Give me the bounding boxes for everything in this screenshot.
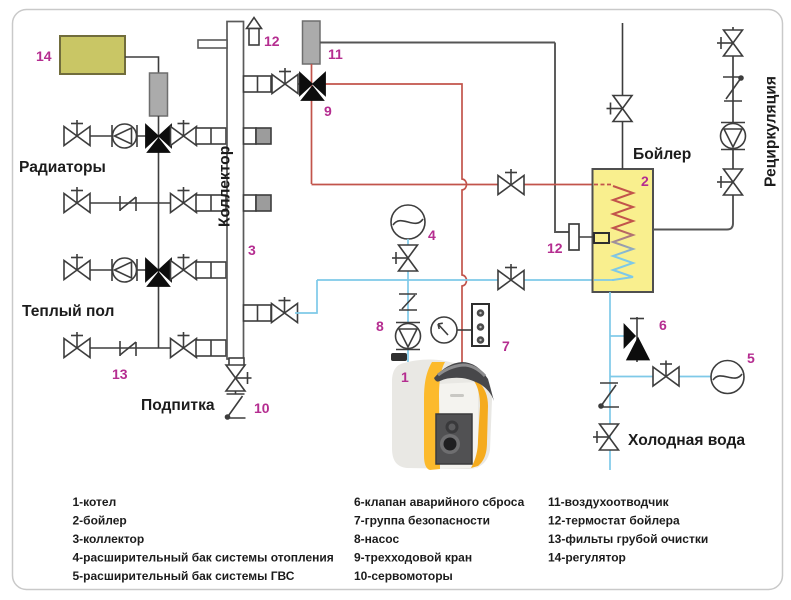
svg-text:8: 8 <box>376 318 384 334</box>
svg-text:Холодная вода: Холодная вода <box>628 432 745 449</box>
svg-text:11-воздухоотводчик: 11-воздухоотводчик <box>548 495 670 509</box>
svg-text:Радиаторы: Радиаторы <box>19 159 106 176</box>
svg-text:1: 1 <box>401 369 409 385</box>
svg-text:11: 11 <box>328 46 343 62</box>
svg-text:9-трехходовой кран: 9-трехходовой кран <box>354 551 472 565</box>
svg-text:6-клапан аварийного сброса: 6-клапан аварийного сброса <box>354 495 525 509</box>
svg-text:7-группа безопасности: 7-группа безопасности <box>354 514 490 528</box>
svg-text:6: 6 <box>659 317 667 333</box>
svg-text:Коллектор: Коллектор <box>217 146 234 227</box>
svg-text:9: 9 <box>324 103 332 119</box>
svg-text:3: 3 <box>248 242 256 258</box>
svg-text:8-насос: 8-насос <box>354 532 399 546</box>
svg-text:10-сервомоторы: 10-сервомоторы <box>354 569 453 583</box>
svg-text:Бойлер: Бойлер <box>633 146 691 163</box>
svg-text:12: 12 <box>264 33 280 49</box>
svg-text:2-бойлер: 2-бойлер <box>73 514 127 528</box>
svg-text:10: 10 <box>254 400 270 416</box>
svg-text:13: 13 <box>112 366 128 382</box>
svg-text:Рециркуляция: Рециркуляция <box>763 76 780 187</box>
svg-text:4: 4 <box>428 227 436 243</box>
svg-text:12: 12 <box>547 240 563 256</box>
svg-text:4-расширительный бак системы о: 4-расширительный бак системы отопления <box>73 551 334 565</box>
svg-text:5-расширительный бак системы Г: 5-расширительный бак системы ГВС <box>73 569 295 583</box>
svg-text:14-регулятор: 14-регулятор <box>548 551 626 565</box>
svg-text:Теплый пол: Теплый пол <box>22 303 114 320</box>
svg-text:12-термостат бойлера: 12-термостат бойлера <box>548 514 680 528</box>
svg-text:3-коллектор: 3-коллектор <box>73 532 145 546</box>
svg-text:7: 7 <box>502 338 510 354</box>
svg-text:5: 5 <box>747 350 755 366</box>
svg-text:14: 14 <box>36 48 52 64</box>
svg-text:1-котел: 1-котел <box>73 495 117 509</box>
svg-text:13-фильты грубой очистки: 13-фильты грубой очистки <box>548 532 708 546</box>
svg-text:2: 2 <box>641 173 649 189</box>
svg-text:Подпитка: Подпитка <box>141 397 215 414</box>
